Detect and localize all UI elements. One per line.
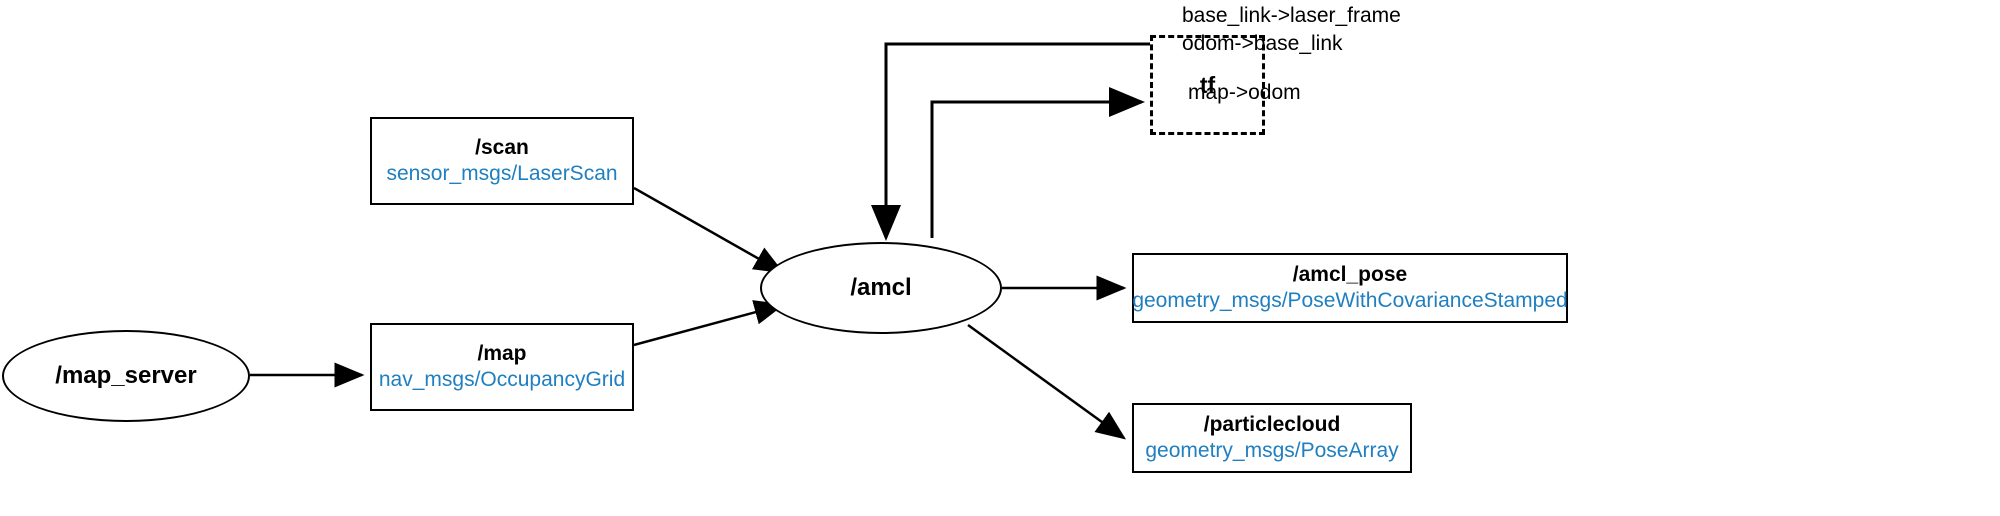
topic-amcl-pose-name: /amcl_pose [1292,262,1408,286]
topic-scan[interactable]: /scan sensor_msgs/LaserScan [370,117,634,205]
topic-map-type: nav_msgs/OccupancyGrid [378,368,626,391]
topic-particlecloud[interactable]: /particlecloud geometry_msgs/PoseArray [1132,403,1412,473]
topic-scan-name: /scan [475,135,529,159]
edge-amcl-to-particlecloud [967,323,1127,440]
edge-label-amcl-to-tf: map->odom [1188,81,1301,104]
node-map-server-label: /map_server [55,362,197,389]
topic-map-name: /map [477,341,527,365]
node-amcl[interactable]: /amcl [760,242,1002,334]
edge-map-to-amcl [633,300,785,347]
node-map-server[interactable]: /map_server [2,330,250,422]
topic-amcl-pose[interactable]: /amcl_pose geometry_msgs/PoseWithCovaria… [1132,253,1568,323]
node-tf-label: tf [1199,71,1216,98]
topic-scan-type: sensor_msgs/LaserScan [386,162,618,185]
edge-tf-to-amcl [871,42,1150,241]
edge-scan-to-amcl [633,186,785,274]
edge-label-tf-to-amcl-line2: odom->base_link [1182,32,1343,56]
edge-amcl-to-tf [930,87,1145,238]
topic-particlecloud-name: /particlecloud [1203,412,1341,436]
topic-map[interactable]: /map nav_msgs/OccupancyGrid [370,323,634,411]
node-tf[interactable]: tf [1150,35,1265,135]
topic-particlecloud-type: geometry_msgs/PoseArray [1145,439,1399,462]
edge-label-tf-to-amcl: base_link->laser_frame odom->base_link [1182,2,1401,59]
node-amcl-label: /amcl [850,274,912,301]
topic-amcl-pose-type: geometry_msgs/PoseWithCovarianceStamped [1132,289,1568,312]
edge-label-tf-to-amcl-line1: base_link->laser_frame [1182,4,1401,27]
